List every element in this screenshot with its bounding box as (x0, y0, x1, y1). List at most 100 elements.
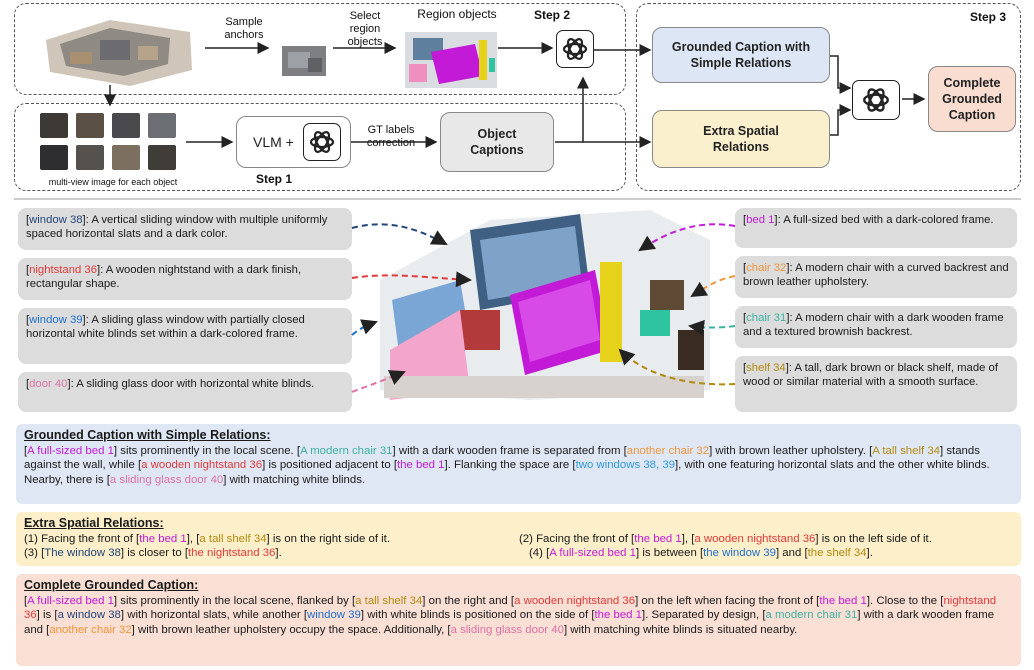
complete-caption-panel: Complete Grounded Caption: [A full-sized… (16, 574, 1021, 666)
extra-spatial-row-1: (1) Facing the front of [the bed 1], [a … (24, 532, 1013, 546)
vlm-label: VLM + (253, 134, 294, 150)
object-reference: nightstand 36 (24, 595, 997, 622)
caption-text-segment: ] on the left when facing the front of [ (635, 595, 820, 608)
grounded-caption-title: Grounded Caption with Simple Relations: (24, 428, 271, 442)
caption-bed-1: [bed 1]: A full-sized bed with a dark-co… (735, 208, 1017, 248)
caption-connectors (351, 223, 736, 393)
stage-3-frame (636, 3, 1021, 191)
step-3-label: Step 3 (970, 10, 1007, 24)
grounded-caption-node-label: Grounded Caption with Simple Relations (671, 40, 811, 70)
caption-window-39: [window 39]: A sliding glass window with… (18, 308, 352, 364)
sample-anchors-label: Sample anchors (224, 16, 264, 41)
pipeline-arrows (14, 42, 1021, 200)
scene-point-cloud-image (46, 20, 192, 86)
caption-text-segment: ] and [ (775, 547, 808, 560)
multi-view-image (112, 145, 140, 170)
relation-1: (1) Facing the front of [the bed 1], [a … (24, 532, 519, 546)
caption-window-38: [window 38]: A vertical sliding window w… (18, 208, 352, 250)
region-objects-label: Region objects (417, 7, 497, 21)
caption-text-segment: ], [ (186, 533, 200, 546)
object-reference: the bed 1 (819, 595, 867, 608)
object-reference: a window 38 (57, 609, 121, 622)
object-reference: another chair 32 (49, 623, 132, 636)
relation-2: (2) Facing the front of [the bed 1], [a … (519, 532, 932, 546)
relation-4: (4) [A full-sized bed 1] is between [the… (529, 546, 873, 560)
relation-3: (3) [The window 38] is closer to [the ni… (24, 546, 529, 560)
caption-text-segment: ] on the right and [ (422, 595, 515, 608)
caption-text-segment: ]. Separated by design, [ (642, 609, 766, 622)
object-reference: A tall shelf 34 (872, 445, 940, 458)
complete-caption-title: Complete Grounded Caption: (24, 578, 199, 592)
object-reference: two windows 38, 39 (575, 459, 675, 472)
openai-logo-icon (852, 80, 900, 120)
caption-text-segment: ] with horizontal slats, while another [ (120, 609, 308, 622)
caption-door-40: [door 40]: A sliding glass door with hor… (18, 372, 352, 412)
object-reference: a sliding glass door 40 (450, 623, 564, 636)
multi-view-image (76, 145, 104, 170)
object-captions-label: Object Captions (470, 127, 524, 157)
sampled-anchor-image (282, 46, 326, 76)
object-reference: a tall shelf 34 (199, 533, 267, 546)
object-reference: the shelf 34 (807, 547, 867, 560)
caption-text-segment: ]. (275, 547, 282, 560)
caption-text-segment: ]. Flanking the space are [ (444, 459, 576, 472)
caption-text-segment: ] with matching white blinds is situated… (563, 623, 798, 636)
object-captions-node: Object Captions (440, 112, 554, 172)
caption-chair-32: [chair 32]: A modern chair with a curved… (735, 256, 1017, 298)
openai-logo-icon (556, 30, 594, 68)
select-region-objects-label: Select region objects (347, 10, 383, 48)
extra-spatial-node-label: Extra Spatial Relations (703, 124, 779, 154)
caption-text-segment: ] with brown leather upholstery. [ (709, 445, 873, 458)
object-reference: the nightstand 36 (188, 547, 276, 560)
caption-text-segment: ] is closer to [ (120, 547, 188, 560)
caption-text-segment: ] is on the right side of it. (266, 533, 391, 546)
openai-logo-icon (303, 123, 341, 161)
region-objects-image (405, 32, 497, 88)
object-reference: a wooden nightstand 36 (514, 595, 636, 608)
caption-text-segment: ] is on the left side of it. (815, 533, 932, 546)
object-reference: a sliding glass door 40 (109, 473, 224, 486)
extra-spatial-title: Extra Spatial Relations: (24, 516, 164, 530)
gt-labels-correction-label: GT labels correction (366, 124, 416, 149)
caption-text-segment: (4) [ (529, 547, 550, 560)
object-reference: A modern chair 31 (300, 445, 393, 458)
stage-1-frame (14, 103, 626, 191)
multi-view-image (148, 113, 176, 138)
object-reference: A full-sized bed 1 (27, 445, 114, 458)
caption-text-segment: (2) Facing the front of [ (519, 533, 635, 546)
multi-view-image (148, 145, 176, 170)
complete-caption-text: [A full-sized bed 1] sits prominently in… (24, 594, 1013, 637)
grounded-caption-node: Grounded Caption with Simple Relations (652, 27, 830, 83)
caption-text-segment: ] sits prominently in the local scene. [ (113, 445, 301, 458)
caption-text-segment: ] is positioned adjacent to [ (262, 459, 397, 472)
step-1-label: Step 1 (256, 172, 293, 186)
caption-text-segment: ]. (866, 547, 873, 560)
complete-caption-node: Complete Grounded Caption (928, 66, 1016, 132)
caption-text-segment: ] stands against the wall, while [ (24, 445, 980, 472)
complete-caption-node-label: Complete Grounded Caption (942, 76, 1002, 122)
caption-text-segment: ]. Close to the [ (866, 595, 944, 608)
object-reference: the bed 1 (139, 533, 187, 546)
caption-text-segment: [ (24, 445, 28, 458)
caption-text-segment: ] with white blinds is positioned on the… (360, 609, 595, 622)
object-reference: the window 39 (703, 547, 776, 560)
object-reference: a wooden nightstand 36 (694, 533, 816, 546)
extra-spatial-panel: Extra Spatial Relations: (1) Facing the … (16, 512, 1021, 566)
caption-text-segment: ] with brown leather upholstery occupy t… (131, 623, 451, 636)
object-reference: a wooden nightstand 36 (141, 459, 263, 472)
multi-view-image (40, 145, 68, 170)
caption-text-segment: ] with matching white blinds. (223, 473, 366, 486)
object-reference: another chair 32 (626, 445, 710, 458)
object-reference: The window 38 (44, 547, 121, 560)
stage-2-frame (14, 3, 626, 95)
caption-text-segment: ], [ (681, 533, 695, 546)
caption-chair-31: [chair 31]: A modern chair with a dark w… (735, 306, 1017, 348)
multi-view-image (40, 113, 68, 138)
caption-nightstand-36: [nightstand 36]: A wooden nightstand wit… (18, 258, 352, 300)
caption-text-segment: ] with a dark wooden frame is separated … (392, 445, 627, 458)
caption-shelf-34: [shelf 34]: A tall, dark brown or black … (735, 356, 1017, 412)
caption-text-segment: ] sits prominently in the local scene, f… (113, 595, 356, 608)
object-reference: A full-sized bed 1 (549, 547, 637, 560)
object-reference: A full-sized bed 1 (27, 595, 114, 608)
object-reference: the bed 1 (396, 459, 445, 472)
